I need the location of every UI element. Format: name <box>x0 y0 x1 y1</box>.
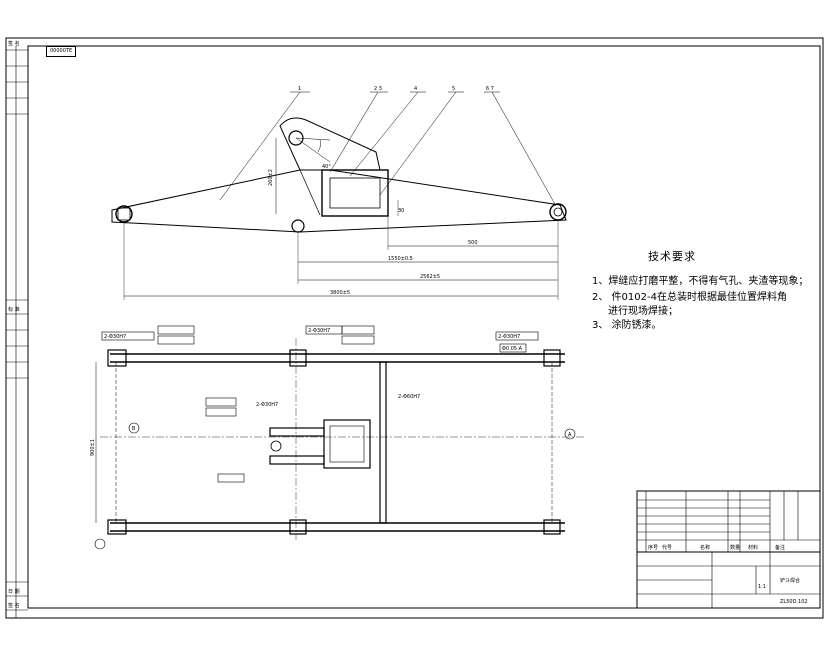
callout-3: 2-Φ30H7 <box>498 334 520 340</box>
elevation-labels: 1 2 3 4 5 6 7 3800±5 2562±5 1550±0.5 500… <box>268 86 494 296</box>
dim-d1: 2562±5 <box>420 274 440 280</box>
top-lug <box>279 117 381 171</box>
dim-d2: 1550±0.5 <box>388 256 413 262</box>
mid-pin <box>291 219 305 233</box>
lug-pin <box>288 130 304 146</box>
side-label-bottom-2: 签 名 <box>8 603 20 609</box>
col-qty: 数量 <box>730 544 740 551</box>
callout-2: 2-Φ30H7 <box>308 328 330 334</box>
plan-labels: A B 900±1 2-Φ30H7 2-Φ30H7 2-Φ30H7 2-Φ30H… <box>90 328 572 456</box>
right-pin <box>549 203 567 221</box>
tech-req-title: 技术要求 <box>648 250 696 263</box>
tech-req-item-2: 2、 件0102-4在总装时根据最佳位置焊料角 <box>592 292 787 303</box>
title-block-labels: 序号 代号 名称 数量 材料 备注 铲斗焊合 ZL50D.102 1:1 <box>648 544 808 605</box>
part-6-label: 6 7 <box>486 86 494 92</box>
left-margin-strip <box>6 46 28 618</box>
side-label-middle: 标 准 <box>8 307 20 313</box>
drawing-scale: 1:1 <box>758 584 766 590</box>
callout-5: Φ0.05 A <box>502 346 523 352</box>
drawing-name: 铲斗焊合 <box>780 577 800 584</box>
tech-req-item-1: 1、焊缝应打磨平整，不得有气孔、夹渣等现象； <box>592 276 809 287</box>
arm-outline <box>111 169 567 233</box>
callout-6: 2-Φ60H7 <box>398 394 420 400</box>
side-label-bottom-1: 日 期 <box>8 589 20 595</box>
drawing-code: ZL50D.102 <box>780 599 808 605</box>
col-name: 名称 <box>700 544 710 551</box>
part-1-label: 1 <box>298 86 301 92</box>
plan-view <box>94 325 585 550</box>
sheet-inner-frame <box>27 45 821 609</box>
col-mat: 材料 <box>748 544 758 551</box>
dim-d3: 500 <box>468 240 478 246</box>
sheet-outer-border <box>5 37 824 619</box>
section-a: A <box>568 432 572 438</box>
dim-angle: 40° <box>322 164 331 170</box>
callout-1: 2-Φ30H7 <box>104 334 126 340</box>
dim-total: 3800±5 <box>330 290 350 296</box>
side-label-top: 签 名 <box>8 41 20 47</box>
arm-ridge <box>299 169 321 216</box>
plan-side-dim: 900±1 <box>90 439 96 456</box>
col-remark: 备注 <box>775 544 785 551</box>
dim-d5: 30 <box>398 208 404 214</box>
dim-d4: 260±2 <box>268 169 274 186</box>
title-block <box>636 490 821 609</box>
tech-req-item-3: 进行现场焊接； <box>608 306 678 317</box>
box-inner <box>329 177 381 209</box>
col-no: 序号 <box>648 544 658 551</box>
col-code: 代号 <box>662 544 672 551</box>
section-b: B <box>132 426 136 432</box>
part-5-label: 5 <box>452 86 455 92</box>
elevation-view <box>111 91 567 300</box>
callout-4: 2-Φ30H7 <box>256 402 278 408</box>
drawing-number-tag: 00000TE <box>46 46 77 57</box>
part-2-label: 2 3 <box>374 86 382 92</box>
part-4-label: 4 <box>414 86 417 92</box>
tech-req-item-4: 3、 涂防锈漆。 <box>592 320 662 331</box>
